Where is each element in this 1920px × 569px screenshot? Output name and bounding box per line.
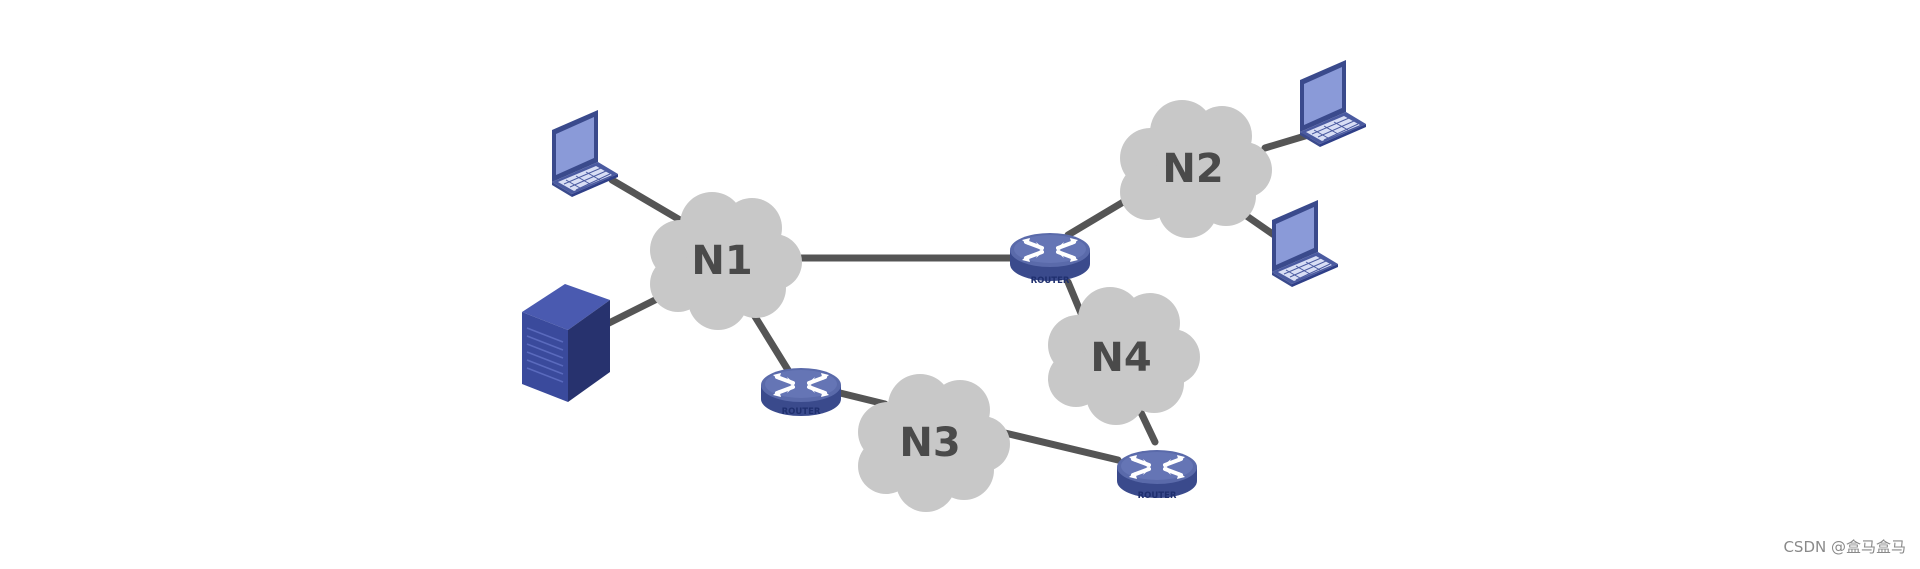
- cloud-n3-label: N3: [899, 420, 960, 466]
- cloud-n2: N2: [1120, 100, 1272, 238]
- laptop-icon: [1299, 59, 1367, 148]
- cloud-n4: N4: [1048, 287, 1200, 425]
- laptop-icon: [551, 109, 619, 198]
- link-n3-r3: [1001, 429, 1122, 464]
- router-r1-label: ROUTER: [782, 407, 821, 417]
- router-icon: [1008, 231, 1092, 283]
- cloud-n3: N3: [858, 374, 1010, 512]
- server-icon: [522, 284, 610, 402]
- router-r3-label: ROUTER: [1138, 491, 1177, 501]
- link-r1-n3: [832, 388, 889, 408]
- laptop-3: [1271, 199, 1339, 288]
- router-r2-label: ROUTER: [1031, 276, 1070, 286]
- router-r2: ROUTER: [1008, 231, 1092, 286]
- laptop-1: [551, 109, 619, 198]
- cloud-n4-label: N4: [1090, 335, 1151, 381]
- laptop-icon: [1271, 199, 1339, 288]
- router-r3: ROUTER: [1115, 448, 1199, 501]
- link-r2-n2: [1064, 194, 1134, 239]
- server-1: [522, 284, 610, 402]
- cloud-n1: N1: [650, 192, 802, 330]
- router-r1: ROUTER: [759, 366, 843, 418]
- link-laptop1-n1: [608, 176, 684, 224]
- watermark-text: CSDN @盒马盒马: [1783, 538, 1906, 556]
- cloud-n1-label: N1: [691, 238, 752, 284]
- laptop-2: [1299, 59, 1367, 148]
- cloud-n2-label: N2: [1162, 146, 1223, 192]
